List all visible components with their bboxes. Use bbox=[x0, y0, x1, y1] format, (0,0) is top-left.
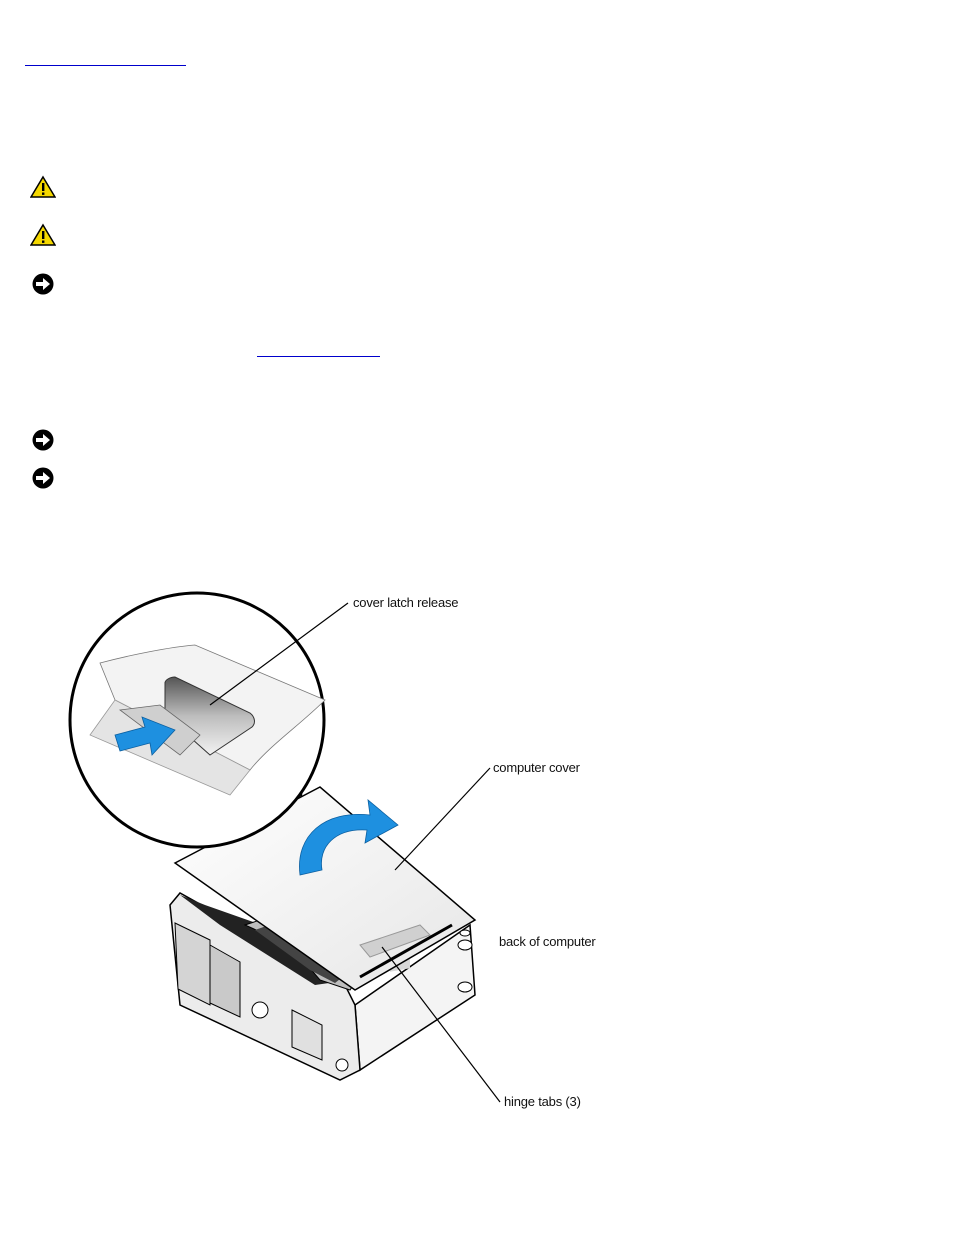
caution-note-2 bbox=[30, 223, 70, 247]
notice-icon bbox=[32, 429, 54, 451]
callout-hinge-tabs: hinge tabs (3) bbox=[504, 1094, 581, 1109]
cover-removal-illustration: cover latch release computer cover back … bbox=[60, 585, 620, 1125]
caution-icon bbox=[30, 223, 56, 246]
computer-illustration bbox=[68, 591, 501, 1103]
notice-icon bbox=[32, 467, 54, 489]
top-link[interactable] bbox=[25, 47, 186, 66]
notice-note-2 bbox=[30, 428, 70, 452]
callout-computer-cover: computer cover bbox=[493, 760, 580, 775]
notice-note-1 bbox=[30, 272, 70, 296]
callout-cover-latch-release: cover latch release bbox=[353, 595, 459, 610]
caution-icon bbox=[30, 175, 56, 198]
inline-link[interactable] bbox=[257, 338, 380, 357]
caution-note-1 bbox=[30, 175, 70, 199]
notice-icon bbox=[32, 273, 54, 295]
callout-back-of-computer: back of computer bbox=[499, 934, 596, 949]
notice-note-3 bbox=[30, 466, 70, 490]
